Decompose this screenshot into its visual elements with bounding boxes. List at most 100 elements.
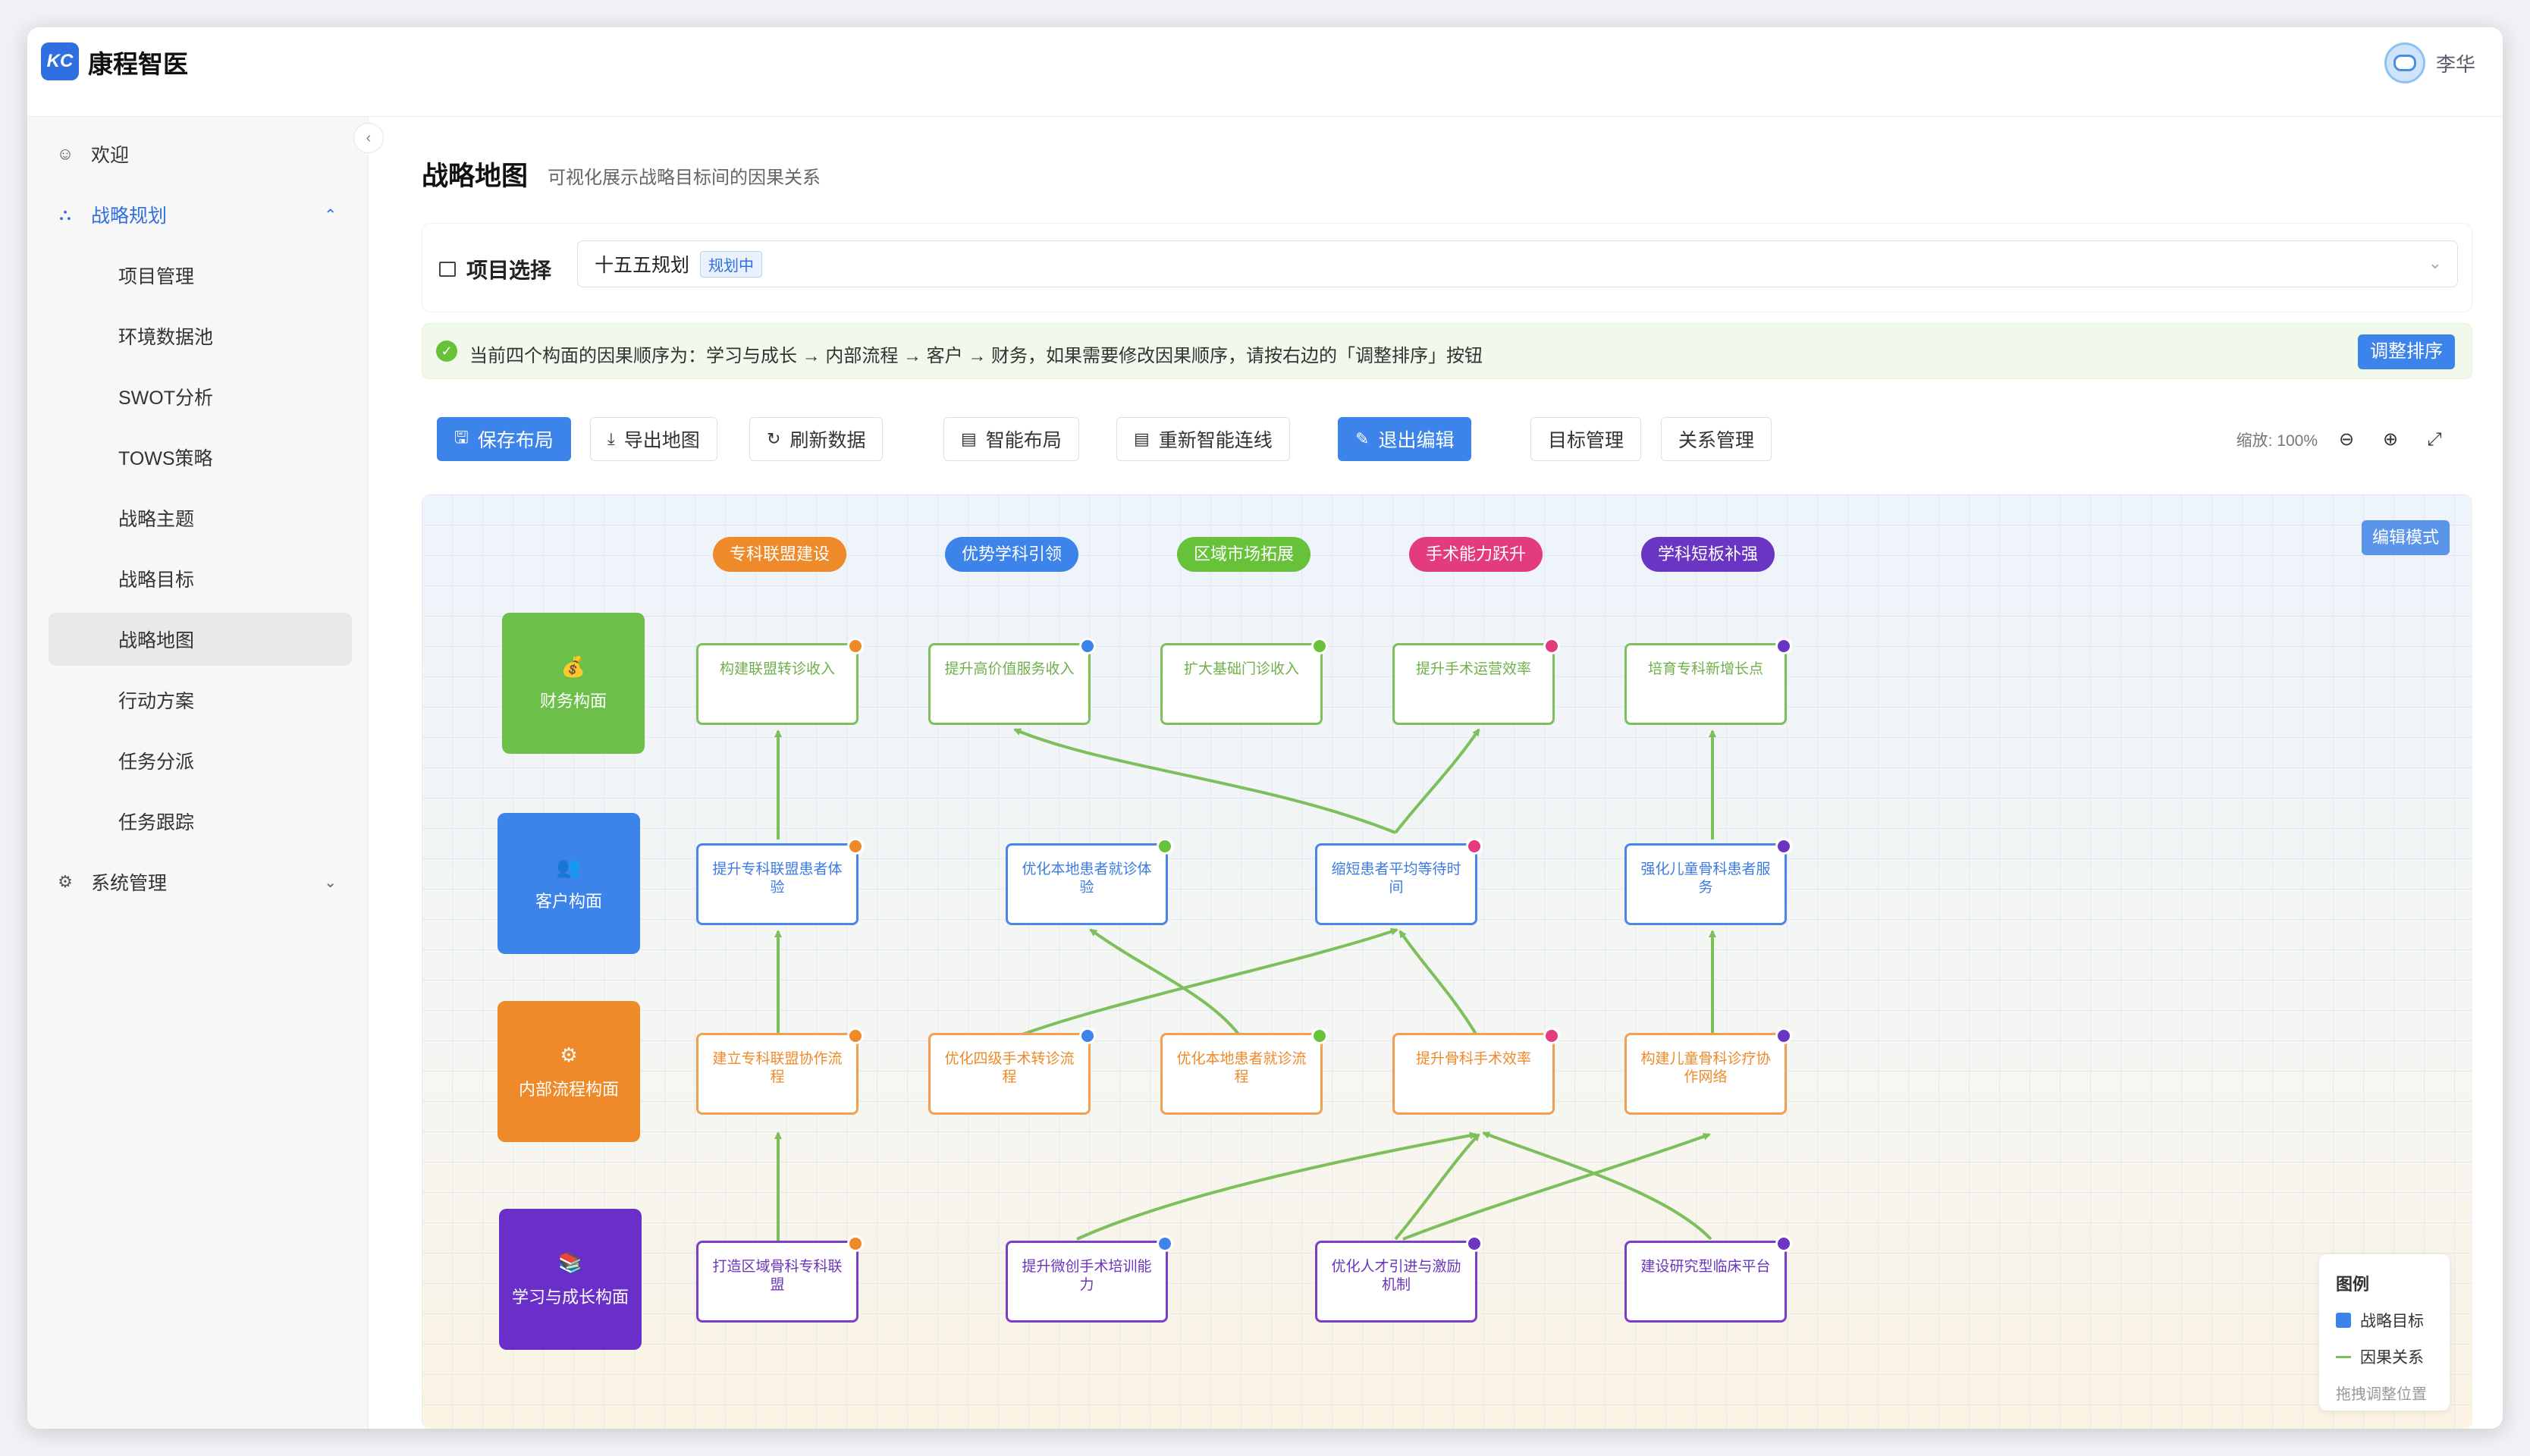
perspective-customer[interactable]: 👥 客户构面 xyxy=(498,813,640,954)
link-l3-p5 xyxy=(1402,1133,1711,1241)
button-label: 关系管理 xyxy=(1678,430,1755,451)
sidebar-item-label: 任务跟踪 xyxy=(118,812,195,833)
theme-dot xyxy=(1775,1235,1792,1252)
theme-tag[interactable]: 优势学科引领 xyxy=(945,537,1079,572)
sidebar-item-tows[interactable]: TOWS策略 xyxy=(49,431,352,484)
app-name: 康程智医 xyxy=(88,50,188,78)
zoom-out-icon[interactable]: ⊖ xyxy=(2338,429,2355,450)
save-layout-button[interactable]: 🖫保存布局 xyxy=(437,417,571,461)
avatar[interactable] xyxy=(2384,42,2425,83)
goal-node-label: 培育专科新增长点 xyxy=(1647,661,1763,677)
perspective-label: 内部流程构面 xyxy=(518,1079,619,1099)
theme-tag[interactable]: 区域市场拓展 xyxy=(1177,537,1311,572)
sidebar-item-strategy-planning[interactable]: ⛬ 战略规划 ⌃ xyxy=(49,188,352,241)
perspective-learning-growth[interactable]: 📚 学习与成长构面 xyxy=(499,1209,642,1350)
edit-mode-badge: 编辑模式 xyxy=(2361,520,2450,555)
top-bar: KC 康程智医 李华 xyxy=(27,27,2503,117)
link-icon: ▤ xyxy=(1134,429,1150,448)
goal-node[interactable]: 构建儿童骨科诊疗协作网络 xyxy=(1624,1028,1792,1115)
goal-node[interactable]: 建设研究型临床平台 xyxy=(1624,1235,1792,1323)
chevron-down-icon: ⌄ xyxy=(324,874,337,891)
goal-node[interactable]: 扩大基础门诊收入 xyxy=(1160,638,1328,725)
goal-node[interactable]: 提升微创手术培训能力 xyxy=(1006,1235,1173,1323)
sidebar-item-label: 系统管理 xyxy=(91,873,168,894)
project-label: 项目选择 xyxy=(439,254,551,284)
strategy-map-canvas[interactable]: 编辑模式 专科联盟建设 优势学科引领 区域市场拓展 手术能力跃升 学科短板补强 … xyxy=(422,494,2472,1429)
theme-dot xyxy=(1775,638,1792,654)
smart-link-button[interactable]: ▤重新智能连线 xyxy=(1116,417,1290,461)
exit-edit-button[interactable]: ✎退出编辑 xyxy=(1338,417,1472,461)
perspective-financial[interactable]: 💰 财务构面 xyxy=(502,613,645,754)
legend[interactable]: 图例 战略目标 因果关系 拖拽调整位置 xyxy=(2319,1254,2450,1410)
goal-node[interactable]: 优化四级手术转诊流程 xyxy=(928,1028,1096,1115)
goal-node-label: 打造区域骨科专科联盟 xyxy=(712,1259,843,1293)
check-circle-icon: ✓ xyxy=(436,340,457,362)
sidebar-item-label: 项目管理 xyxy=(118,266,195,287)
button-label: 退出编辑 xyxy=(1378,430,1455,451)
sidebar-item-label: 任务分派 xyxy=(118,752,195,773)
project-selected-value: 十五五规划 xyxy=(595,255,690,276)
link-c3-f4 xyxy=(1394,728,1480,834)
goal-node-label: 建立专科联盟协作流程 xyxy=(712,1051,843,1085)
goal-node[interactable]: 缩短患者平均等待时间 xyxy=(1315,838,1483,925)
zoom-in-icon[interactable]: ⊕ xyxy=(2382,429,2399,450)
legend-title: 图例 xyxy=(2336,1275,2370,1294)
goal-node[interactable]: 建立专科联盟协作流程 xyxy=(696,1028,864,1115)
sidebar-item-action-plan[interactable]: 行动方案 xyxy=(49,673,352,726)
sidebar-item-task-assign[interactable]: 任务分派 xyxy=(49,734,352,787)
perspective-label: 财务构面 xyxy=(539,691,607,711)
goal-node[interactable]: 提升骨科手术效率 xyxy=(1392,1028,1560,1115)
export-map-button[interactable]: ⤓导出地图 xyxy=(590,417,717,461)
theme-tag[interactable]: 手术能力跃升 xyxy=(1409,537,1543,572)
sidebar-item-system-management[interactable]: ⚙ 系统管理 ⌄ xyxy=(49,855,352,908)
adjust-order-button[interactable]: 调整排序 xyxy=(2358,334,2455,369)
sidebar-collapse-button[interactable]: ‹ xyxy=(353,123,384,153)
link-p4-c3 xyxy=(1398,930,1480,1040)
fullscreen-icon[interactable]: ⤢ xyxy=(2427,429,2442,450)
logo-icon: KC xyxy=(41,42,79,80)
smile-icon: ☺ xyxy=(56,144,74,163)
goal-node[interactable]: 构建联盟转诊收入 xyxy=(696,638,864,725)
relation-management-button[interactable]: 关系管理 xyxy=(1661,417,1772,461)
theme-dot xyxy=(847,838,864,855)
theme-tag[interactable]: 学科短板补强 xyxy=(1641,537,1775,572)
sidebar-item-strategy-theme[interactable]: 战略主题 xyxy=(49,491,352,544)
goal-node[interactable]: 打造区域骨科专科联盟 xyxy=(696,1235,864,1323)
goal-node[interactable]: 提升专科联盟患者体验 xyxy=(696,838,864,925)
goal-node[interactable]: 优化本地患者就诊流程 xyxy=(1160,1028,1328,1115)
page-title: 战略地图 xyxy=(422,162,529,191)
chevron-down-icon: ⌄ xyxy=(2428,253,2442,272)
sidebar-item-strategy-goal[interactable]: 战略目标 xyxy=(49,552,352,605)
smart-layout-button[interactable]: ▤智能布局 xyxy=(943,417,1079,461)
theme-dot xyxy=(1775,1028,1792,1044)
goal-node[interactable]: 强化儿童骨科患者服务 xyxy=(1624,838,1792,925)
refresh-data-button[interactable]: ↻刷新数据 xyxy=(749,417,884,461)
project-label-text: 项目选择 xyxy=(466,259,552,282)
perspective-internal-process[interactable]: ⚙ 内部流程构面 xyxy=(498,1001,640,1142)
goal-node[interactable]: 培育专科新增长点 xyxy=(1624,638,1792,725)
sidebar-item-project-management[interactable]: 项目管理 xyxy=(49,249,352,302)
theme-dot xyxy=(847,1235,864,1252)
goal-management-button[interactable]: 目标管理 xyxy=(1530,417,1642,461)
goal-node[interactable]: 优化人才引进与激励机制 xyxy=(1315,1235,1483,1323)
legend-item-relation: 因果关系 xyxy=(2336,1345,2433,1368)
sidebar-item-welcome[interactable]: ☺ 欢迎 xyxy=(49,127,352,180)
goal-node[interactable]: 提升手术运营效率 xyxy=(1392,638,1560,725)
theme-tag[interactable]: 专科联盟建设 xyxy=(713,537,847,572)
sidebar-item-label: 战略主题 xyxy=(118,509,195,530)
goal-node[interactable]: 提升高价值服务收入 xyxy=(928,638,1096,725)
sidebar-item-swot[interactable]: SWOT分析 xyxy=(49,370,352,423)
sidebar-item-task-tracking[interactable]: 任务跟踪 xyxy=(49,795,352,848)
legend-label: 因果关系 xyxy=(2360,1349,2424,1367)
sidebar-item-label: 战略规划 xyxy=(91,206,168,227)
sidebar-item-environment-data[interactable]: 环境数据池 xyxy=(49,309,352,362)
zoom-label: 缩放: 100% xyxy=(2236,432,2318,450)
project-select[interactable]: 十五五规划 规划中 ⌄ xyxy=(577,240,2458,287)
order-notice: ✓ 当前四个构面的因果顺序为：学习与成长 → 内部流程 → 客户 → 财务，如果… xyxy=(422,323,2472,379)
goal-node[interactable]: 优化本地患者就诊体验 xyxy=(1006,838,1173,925)
sidebar-item-strategy-map[interactable]: 战略地图 xyxy=(49,613,352,666)
status-badge: 规划中 xyxy=(700,250,763,278)
theme-dot xyxy=(1311,638,1328,654)
project-icon xyxy=(439,262,456,277)
user-menu[interactable]: 李华 xyxy=(2384,42,2475,83)
